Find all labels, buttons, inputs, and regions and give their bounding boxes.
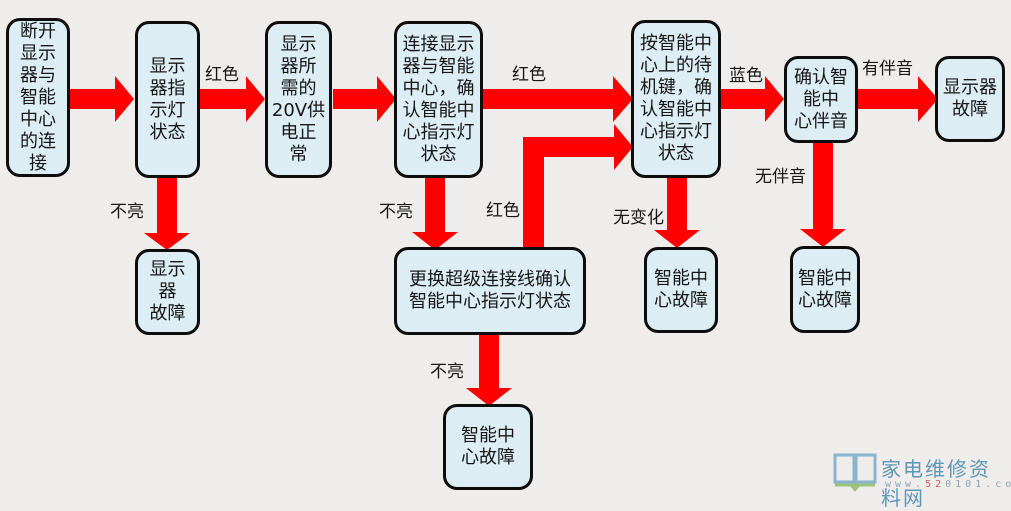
- edge-label-red-3: 红色: [486, 201, 520, 221]
- node-connect-check: 连接显示 器与智能 中心，确 认智能中 心指示灯 状态: [394, 21, 483, 178]
- edge-label-not-lit-1: 不亮: [110, 202, 144, 222]
- arrow-replace-to-standby: [523, 124, 633, 248]
- node-hub-fault-mid: 智能中 心故障: [644, 247, 718, 333]
- node-disconnect: 断开 显示 器与 智能 中心 的连 接: [6, 18, 70, 177]
- edge-label-red-1: 红色: [205, 65, 239, 85]
- node-display-fault-left: 显示 器 故障: [135, 249, 200, 335]
- watermark-url-prefix: www.: [885, 479, 926, 490]
- node-standby-check: 按智能中 心上的待 机键，确 认智能中 心指示灯 状态: [631, 20, 721, 178]
- edge-label-has-sound: 有伴音: [862, 59, 913, 79]
- arrow-standby-to-sound: [719, 76, 784, 122]
- arrow-connect-to-replace: [412, 176, 458, 250]
- node-hub-fault-bottom-text: 智能中 心故障: [461, 425, 515, 468]
- edge-label-red-2: 红色: [512, 65, 546, 85]
- node-replace-cable-text: 更换超级连接线确认 智能中心指示灯状态: [409, 269, 571, 312]
- node-connect-check-text: 连接显示 器与智能 中心，确 认智能中 心指示灯 状态: [402, 33, 475, 165]
- node-hub-fault-mid-text: 智能中 心故障: [654, 268, 708, 311]
- arrow-indicator-to-display-fault: [144, 176, 190, 250]
- book-icon: [833, 453, 877, 492]
- node-indicator-status-text: 显示 器指 示灯 状态: [149, 55, 186, 143]
- node-replace-cable: 更换超级连接线确认 智能中心指示灯状态: [394, 247, 586, 335]
- node-hub-fault-right: 智能中 心故障: [790, 246, 860, 333]
- node-display-fault-right: 显示器 故障: [935, 56, 1005, 142]
- node-display-fault-left-text: 显示 器 故障: [149, 259, 186, 324]
- arrow-indicator-to-power: [200, 76, 265, 122]
- watermark-url-suffix: 0101.com: [945, 479, 1011, 490]
- edge-label-no-change: 无变化: [613, 208, 664, 228]
- edge-label-no-sound: 无伴音: [755, 167, 806, 187]
- edge-label-not-lit-2: 不亮: [379, 202, 413, 222]
- node-confirm-sound-text: 确认智 能中 心伴音: [794, 66, 848, 132]
- node-disconnect-text: 断开 显示 器与 智能 中心 的连 接: [20, 20, 56, 174]
- arrow-disconnect-to-indicator: [70, 76, 134, 122]
- node-hub-fault-bottom: 智能中 心故障: [443, 404, 533, 490]
- arrow-power-to-connect: [333, 76, 396, 122]
- arrow-standby-to-hub-fault: [654, 176, 700, 248]
- arrows-layer: [70, 76, 938, 406]
- arrow-sound-to-display-fault: [857, 76, 938, 122]
- arrow-connect-to-standby: [482, 76, 633, 122]
- watermark: 家电维修资料网 www.520101.com: [833, 450, 1011, 510]
- node-display-fault-right-text: 显示器 故障: [943, 77, 997, 120]
- node-indicator-status: 显示 器指 示灯 状态: [135, 21, 200, 178]
- arrow-sound-to-hub-fault: [800, 141, 846, 247]
- edge-label-not-lit-3: 不亮: [430, 362, 464, 382]
- edge-label-blue: 蓝色: [729, 66, 763, 86]
- node-confirm-sound: 确认智 能中 心伴音: [784, 56, 858, 143]
- node-power-ok: 显示 器所 需的 20V供 电正 常: [265, 21, 332, 178]
- node-power-ok-text: 显示 器所 需的 20V供 电正 常: [271, 33, 326, 165]
- watermark-url-highlight: 52: [925, 479, 946, 490]
- watermark-url: www.520101.com: [885, 479, 1011, 490]
- arrow-replace-to-hub-fault: [466, 334, 512, 406]
- node-standby-check-text: 按智能中 心上的待 机键，确 认智能中 心指示灯 状态: [640, 33, 712, 164]
- node-hub-fault-right-text: 智能中 心故障: [798, 267, 852, 311]
